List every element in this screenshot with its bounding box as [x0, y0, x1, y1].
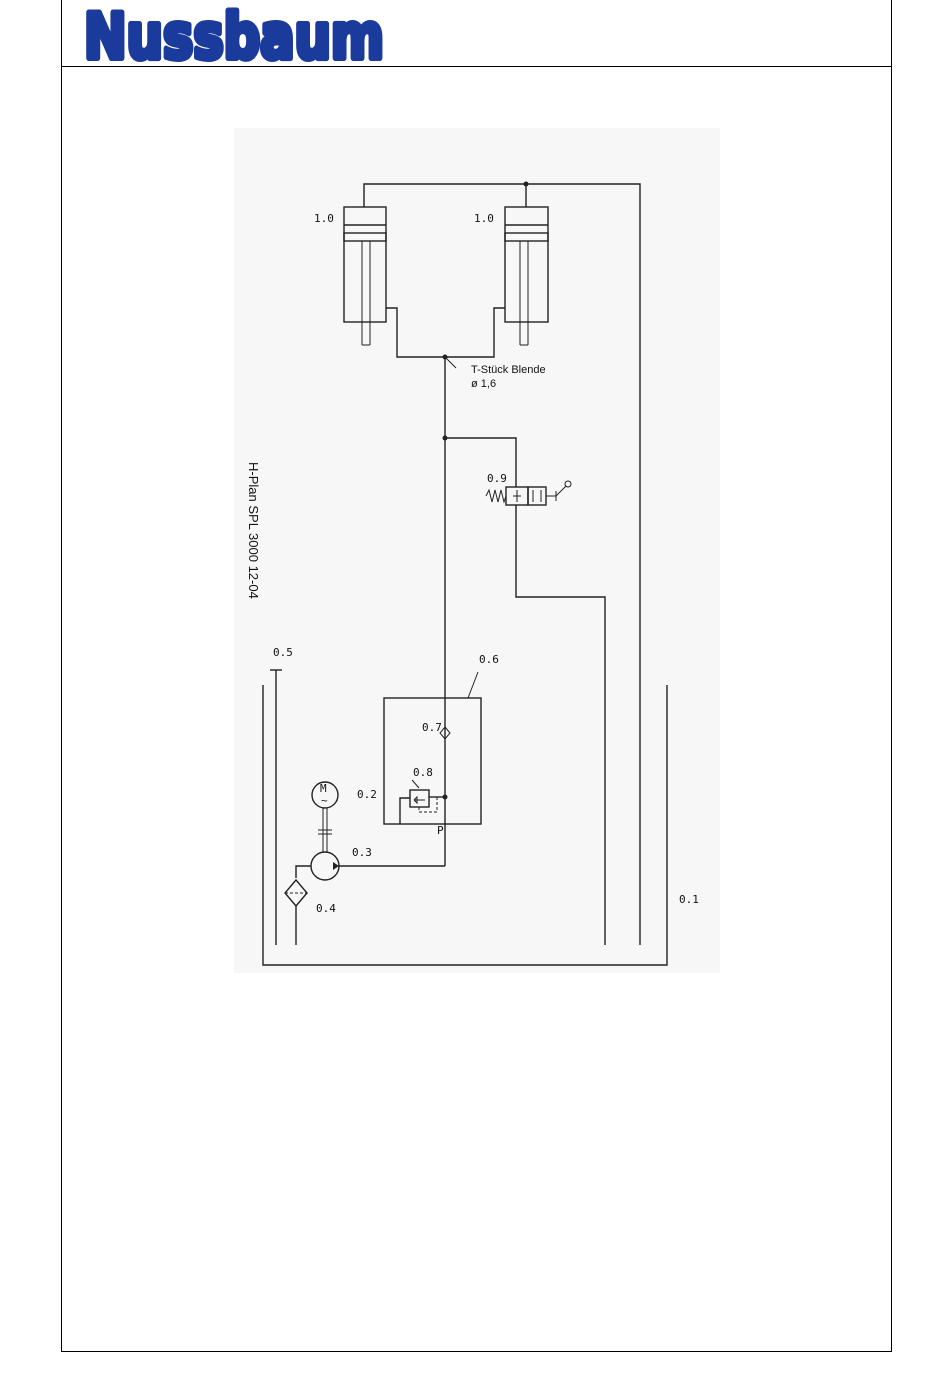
- cylinder-right-label: 1.0: [474, 212, 494, 225]
- valve-branch-line: [443, 436, 606, 946]
- filter: [285, 880, 307, 945]
- power-unit-label: 0.6: [479, 653, 499, 666]
- plan-label: H-Plan SPL 3000 12-04: [246, 462, 261, 599]
- tank: [263, 685, 667, 965]
- cylinder-left: [344, 207, 386, 345]
- motor-label: 0.2: [357, 788, 377, 801]
- port-label: P: [437, 824, 444, 837]
- cylinder-right: [505, 207, 548, 345]
- tank-label: 0.1: [679, 893, 699, 906]
- check-valve-label: 0.7: [422, 721, 442, 734]
- motor-ac-symbol: ~: [321, 794, 328, 807]
- tee-connection: [386, 308, 505, 866]
- return-line-label: 0.5: [273, 646, 293, 659]
- tee-fitting-label: T-Stück Blende: [471, 364, 546, 376]
- cylinder-left-label: 1.0: [314, 212, 334, 225]
- relief-valve: [400, 780, 448, 824]
- pump-label: 0.3: [352, 846, 372, 859]
- power-unit-block: [384, 672, 481, 824]
- orifice-label: ø 1,6: [471, 378, 496, 390]
- return-line: [270, 670, 282, 945]
- filter-label: 0.4: [316, 902, 336, 915]
- valve-label: 0.9: [487, 472, 507, 485]
- top-supply-line: [364, 182, 640, 946]
- relief-valve-label: 0.8: [413, 766, 433, 779]
